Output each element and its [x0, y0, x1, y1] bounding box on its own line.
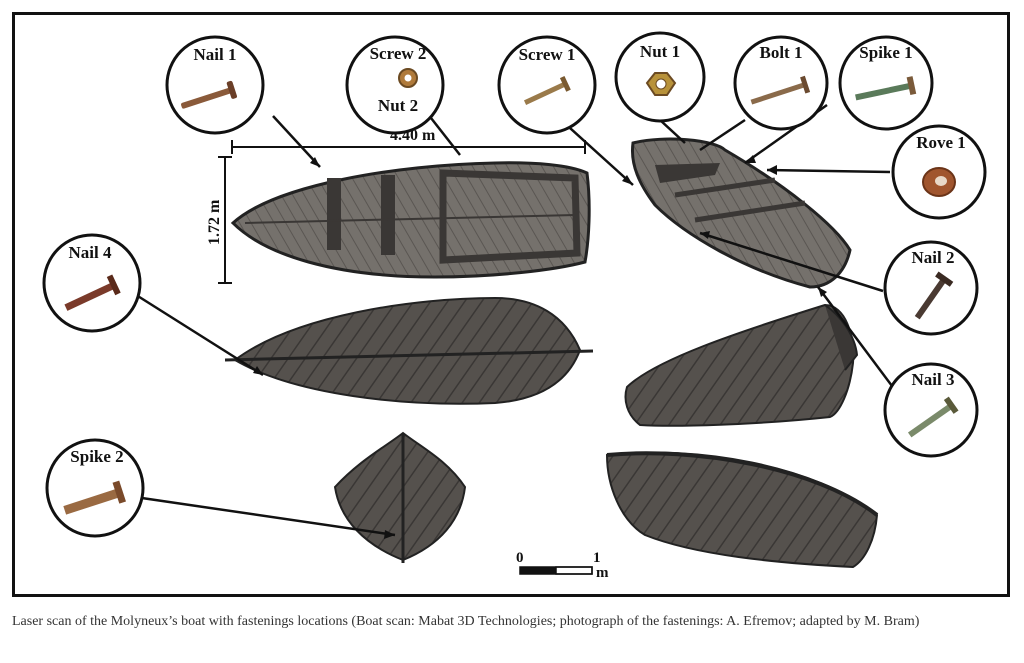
boat-side-view-lower [605, 451, 879, 569]
leader-rove1 [766, 168, 891, 174]
spike1-image [855, 76, 917, 101]
callout-rove1: Rove 1 [891, 124, 987, 220]
boat-top-view [230, 161, 591, 279]
width-dimension: 1.72 m [206, 156, 232, 284]
boat-side-view-upper [624, 303, 859, 427]
leader-nail1 [272, 115, 321, 168]
diagram-canvas: 4.40 m 1.72 m 0 1 m [42, 31, 987, 581]
rove1-label: Rove 1 [916, 133, 966, 152]
figure-panel: 4.40 m 1.72 m 0 1 m [12, 12, 1010, 597]
leader-nut1 [659, 119, 686, 144]
scale-start: 0 [516, 550, 524, 566]
nut1-label: Nut 1 [640, 42, 680, 61]
spike2-label: Spike 2 [70, 447, 123, 466]
scale-end: 1 [593, 550, 601, 566]
leader-spike2 [134, 495, 396, 537]
nail4-image [64, 274, 121, 311]
leader-bolt1 [699, 118, 746, 152]
leader-screw2 [430, 117, 461, 156]
leader-arrowheads [253, 155, 827, 539]
spike2-image [63, 480, 126, 515]
scale-bar: 0 1 m [516, 550, 609, 581]
scale-unit: m [596, 565, 609, 581]
callout-spike2: Spike 2 [45, 438, 145, 538]
nail2-label: Nail 2 [912, 248, 955, 267]
nail2-image [914, 271, 954, 320]
boat-front-view [333, 431, 467, 563]
thwart-1 [327, 178, 341, 250]
callout-screw2-nut2: Screw 2 Nut 2 [345, 35, 445, 135]
callout-nail2: Nail 2 [883, 240, 979, 336]
thwart-2 [381, 175, 395, 255]
callout-nut1: Nut 1 [614, 31, 706, 123]
screw2-label: Screw 2 [370, 44, 427, 63]
figure-caption: Laser scan of the Molyneux’s boat with f… [12, 614, 920, 629]
leader-nail4 [132, 291, 264, 377]
screw1-image [523, 76, 571, 105]
nut2-label: Nut 2 [378, 96, 418, 115]
boat-bottom-view [224, 296, 594, 405]
callout-nail3: Nail 3 [883, 362, 979, 458]
nail1-image [181, 80, 237, 109]
leader-nail2 [699, 231, 884, 293]
bolt1-image [750, 75, 811, 105]
boat-perspective-view [630, 137, 852, 289]
stern-seat [439, 169, 581, 264]
width-label: 1.72 m [206, 199, 223, 245]
callout-screw1: Screw 1 [497, 35, 597, 135]
nail1-label: Nail 1 [194, 45, 237, 64]
callout-nail1: Nail 1 [165, 35, 265, 135]
callout-nail4: Nail 4 [42, 233, 142, 333]
nail3-image [907, 396, 959, 438]
callout-bolt1: Bolt 1 [733, 35, 829, 131]
callout-spike1: Spike 1 [838, 35, 934, 131]
nail3-label: Nail 3 [912, 370, 955, 389]
bolt1-label: Bolt 1 [760, 43, 803, 62]
leader-nail3 [816, 286, 897, 391]
nail4-label: Nail 4 [69, 243, 112, 262]
leader-screw1 [559, 118, 634, 186]
spike1-label: Spike 1 [859, 43, 912, 62]
screw1-label: Screw 1 [519, 45, 576, 64]
